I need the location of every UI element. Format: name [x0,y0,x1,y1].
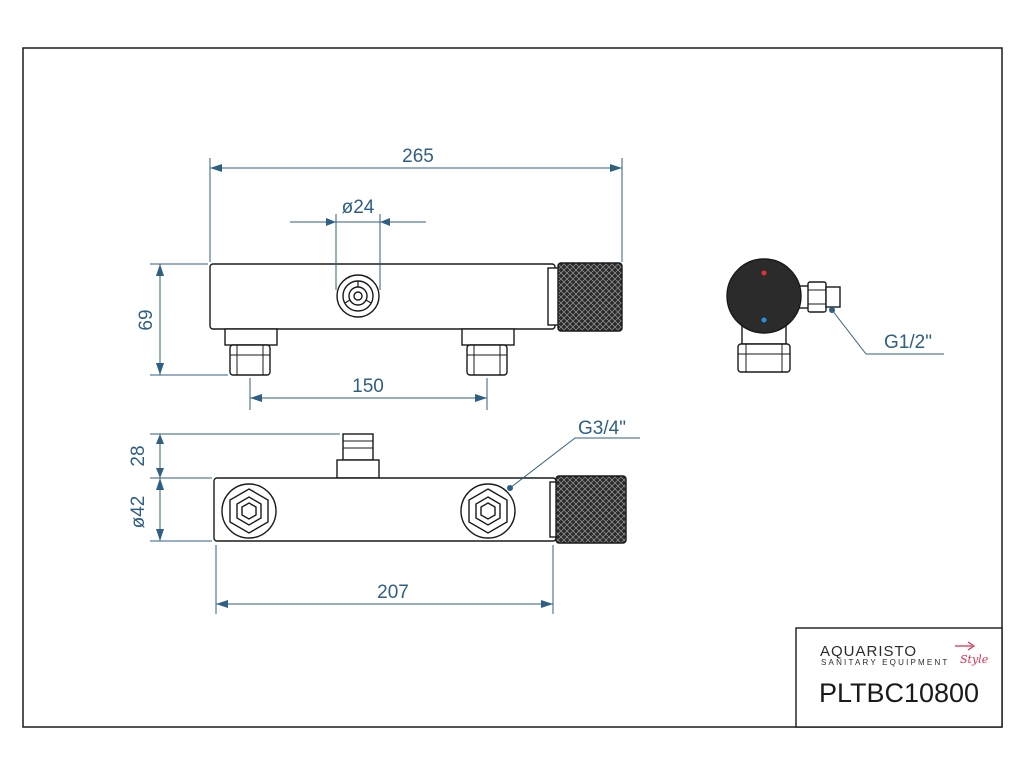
thread-callout-inlet: G3/4" [507,418,640,491]
dimension-label-diameter-body: ø42 [128,496,149,529]
thread-label-side: G1/2" [884,332,932,353]
thread-label-inlet: G3/4" [578,418,626,439]
brand-name-right: RISTO [867,643,918,660]
dimension-label-length-bottom: 207 [377,582,409,603]
dimension-diameter-body: ø42 [128,478,212,542]
dimension-diameter-top: ø24 [290,197,426,290]
outlet-fitting [336,274,380,318]
thermostat-knob-top [555,475,627,544]
title-block: AQUARISTO SANITARY EQUIPMENT Style PLTBC… [795,627,1003,728]
right-hex-inlet [460,483,516,539]
front-view [209,262,623,376]
dimension-label-height: 69 [136,309,157,330]
svg-text:AQUARISTO: AQUARISTO [820,643,917,660]
dimension-28: 28 [128,433,340,479]
mixer-body [209,263,556,330]
brand-logo: AQUARISTO SANITARY EQUIPMENT Style [820,641,989,667]
drawing-frame [22,47,1003,728]
dimension-265: 265 [209,146,623,262]
top-connector-thread [342,433,374,461]
side-view [726,258,841,373]
thermostat-knob [557,262,623,332]
knob-disc [726,258,802,334]
dimension-69: 69 [136,263,228,376]
cold-marker-icon [761,317,767,323]
left-inlet-nut [224,328,278,376]
brand-name-left: AQUA [820,643,867,660]
brand-subtitle: SANITARY EQUIPMENT [821,658,950,667]
dimension-label-diameter-top: ø24 [342,197,375,218]
dimension-label-length-total: 265 [402,146,434,167]
left-hex-inlet [221,483,277,539]
product-code: PLTBC10800 [819,678,979,708]
dimension-207: 207 [215,545,554,614]
top-view [213,433,627,544]
dimension-label-connector-height: 28 [128,445,149,466]
dimension-label-spacing: 150 [352,376,384,397]
hot-marker-icon [761,270,767,276]
right-inlet-nut [461,328,515,376]
brand-script: Style [960,653,989,666]
dimension-150: 150 [249,376,488,410]
thread-callout-side: G1/2" [829,307,944,355]
